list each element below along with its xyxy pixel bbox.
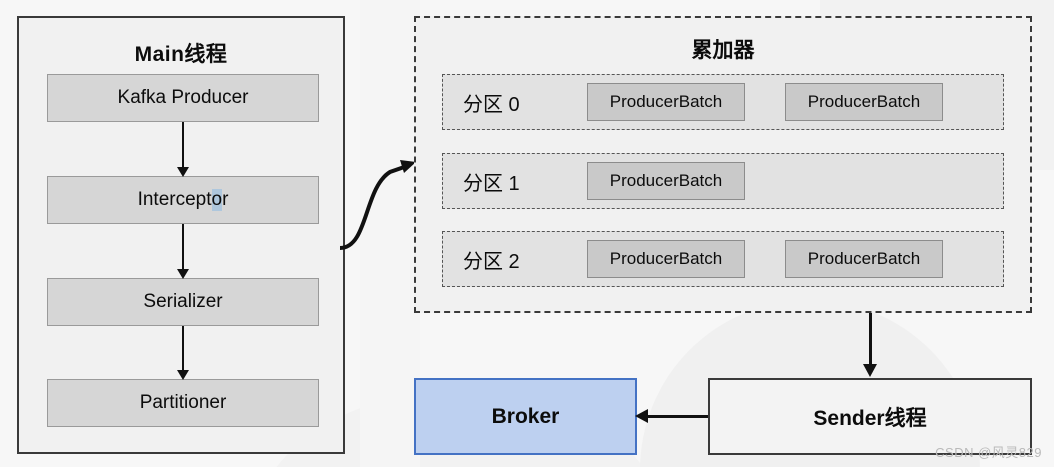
step-partitioner[interactable]: Partitioner xyxy=(47,379,319,427)
producer-batch-box[interactable]: ProducerBatch xyxy=(785,83,943,121)
partition-row[interactable]: 分区 2 ProducerBatch ProducerBatch xyxy=(442,231,1004,287)
partition-label: 分区 2 xyxy=(463,250,520,273)
sender-thread-box[interactable]: Sender线程 xyxy=(708,378,1032,455)
producer-batch-box[interactable]: ProducerBatch xyxy=(587,162,745,200)
producer-batch-box[interactable]: ProducerBatch xyxy=(785,240,943,278)
accumulator-title: 累加器 xyxy=(691,39,755,62)
producer-batch-box[interactable]: ProducerBatch xyxy=(587,83,745,121)
watermark-text: CSDN @风灵829 xyxy=(935,445,1042,460)
step-label: Kafka Producer xyxy=(117,87,249,108)
broker-box[interactable]: Broker xyxy=(414,378,637,455)
arrow-interceptor-to-serializer-icon xyxy=(177,224,189,279)
step-label-suffix: r xyxy=(222,189,229,210)
partition-row[interactable]: 分区 0 ProducerBatch ProducerBatch xyxy=(442,74,1004,130)
arrow-accumulator-to-sender-icon xyxy=(863,313,877,377)
partition-row[interactable]: 分区 1 ProducerBatch xyxy=(442,153,1004,209)
arrow-main-to-accumulator-icon xyxy=(339,160,416,250)
producer-batch-empty-slot xyxy=(785,162,943,200)
step-kafka-producer[interactable]: Kafka Producer xyxy=(47,74,319,122)
step-label: Partitioner xyxy=(139,392,227,413)
step-serializer[interactable]: Serializer xyxy=(47,278,319,326)
partition-label: 分区 1 xyxy=(463,172,520,195)
main-thread-title: Main线程 xyxy=(134,43,228,66)
producer-batch-box[interactable]: ProducerBatch xyxy=(587,240,745,278)
step-label: Serializer xyxy=(143,291,223,312)
accumulator-panel: 累加器 分区 0 ProducerBatch ProducerBatch 分区 … xyxy=(414,16,1032,313)
step-label-selected-char: o xyxy=(211,189,223,211)
arrow-sender-to-broker-icon xyxy=(635,409,708,423)
arrow-serializer-to-partitioner-icon xyxy=(177,326,189,380)
broker-label: Broker xyxy=(491,404,560,428)
sender-label: Sender线程 xyxy=(813,406,927,430)
arrow-producer-to-interceptor-icon xyxy=(177,122,189,177)
step-label-prefix: Intercept xyxy=(137,189,212,210)
partition-label: 分区 0 xyxy=(463,93,520,116)
